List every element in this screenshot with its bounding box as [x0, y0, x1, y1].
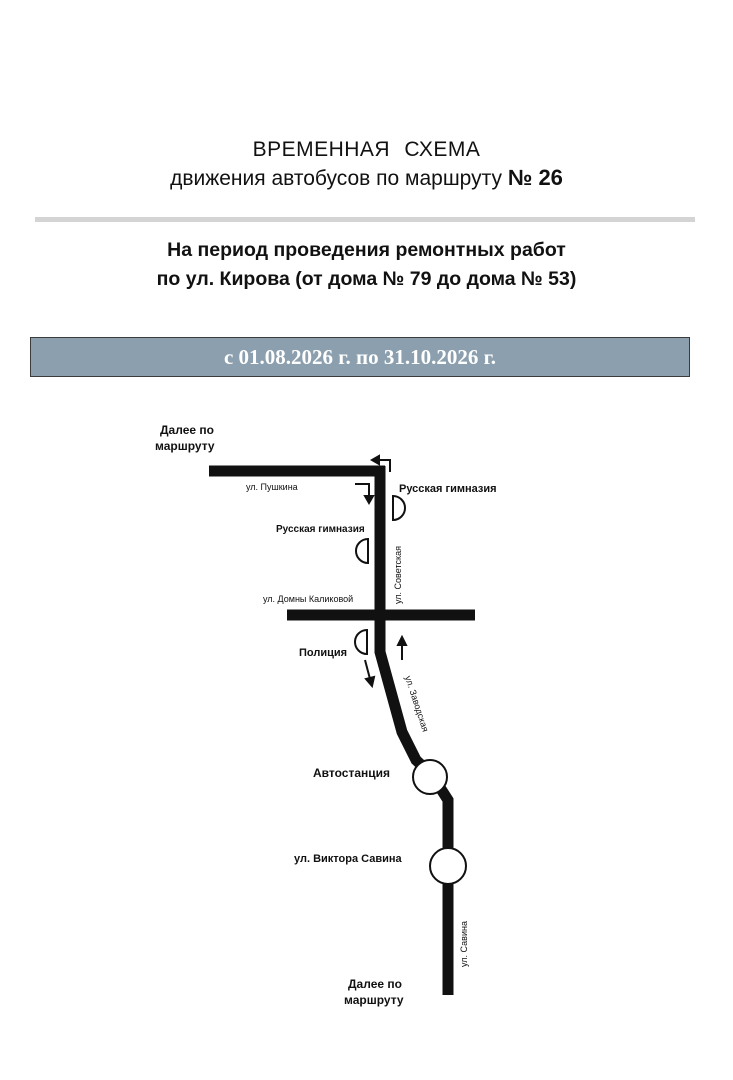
- repair-notice: На период проведения ремонтных работ по …: [0, 236, 733, 294]
- stop-label-police: Полиция: [299, 647, 347, 659]
- route-caption: движения автобусов по маршруту: [170, 167, 502, 190]
- further-top-line2: маршруту: [155, 439, 215, 453]
- route-number: № 26: [507, 165, 563, 190]
- station-circles: [412, 759, 467, 885]
- station-circle-bus-station: [412, 759, 448, 795]
- arrow-left-icon: [369, 454, 380, 466]
- stop-label-gymnasium-left: Русская гимназия: [276, 524, 365, 535]
- street-label-sovetskaya: ул. Советская: [393, 546, 403, 604]
- arrow-down-turn-icon: [355, 483, 370, 496]
- repair-notice-line1: На период проведения ремонтных работ: [167, 239, 566, 261]
- further-bottom-line2: маршруту: [344, 993, 404, 1007]
- street-label-pushkina: ул. Пушкина: [246, 482, 298, 492]
- street-label-zavodskaya: ул. Заводская: [403, 675, 431, 734]
- stop-marker-gymnasium-right: [392, 494, 406, 522]
- street-label-domny-kalikovoy: ул. Домны Каликовой: [263, 594, 353, 604]
- stop-markers: [354, 494, 406, 656]
- arrow-down-icon: [363, 495, 375, 506]
- roads: [209, 465, 475, 995]
- further-bottom-line1: Далее по: [348, 977, 402, 991]
- arrow-up-icon: [396, 634, 408, 646]
- station-circle-viktora-savina: [429, 847, 467, 885]
- stop-label-gymnasium-right: Русская гимназия: [399, 483, 497, 495]
- title-block: ВРЕМЕННАЯ СХЕМА движения автобусов по ма…: [0, 136, 733, 193]
- stop-label-bus-station: Автостанция: [313, 766, 390, 780]
- period-banner: с 01.08.2026 г. по 31.10.2026 г.: [30, 337, 690, 377]
- further-top-line1: Далее по: [160, 423, 214, 437]
- repair-notice-line2: по ул. Кирова (от дома № 79 до дома № 53…: [156, 268, 577, 290]
- stop-marker-police: [354, 628, 368, 656]
- stop-marker-gymnasium-left: [355, 537, 369, 565]
- stop-label-viktora-savina: ул. Виктора Савина: [294, 853, 403, 865]
- road-route-main: [374, 466, 454, 995]
- scheme-subtitle: движения автобусов по маршруту № 26: [0, 164, 733, 193]
- direction-arrows: [355, 454, 408, 689]
- divider-line: [35, 217, 695, 222]
- scheme-title: ВРЕМЕННАЯ СХЕМА: [252, 138, 481, 161]
- arrow-shaft: [364, 659, 371, 680]
- street-label-savina: ул. Савина: [459, 921, 469, 967]
- arrow-down-icon: [364, 675, 376, 689]
- arrow-turn-icon: [378, 459, 391, 472]
